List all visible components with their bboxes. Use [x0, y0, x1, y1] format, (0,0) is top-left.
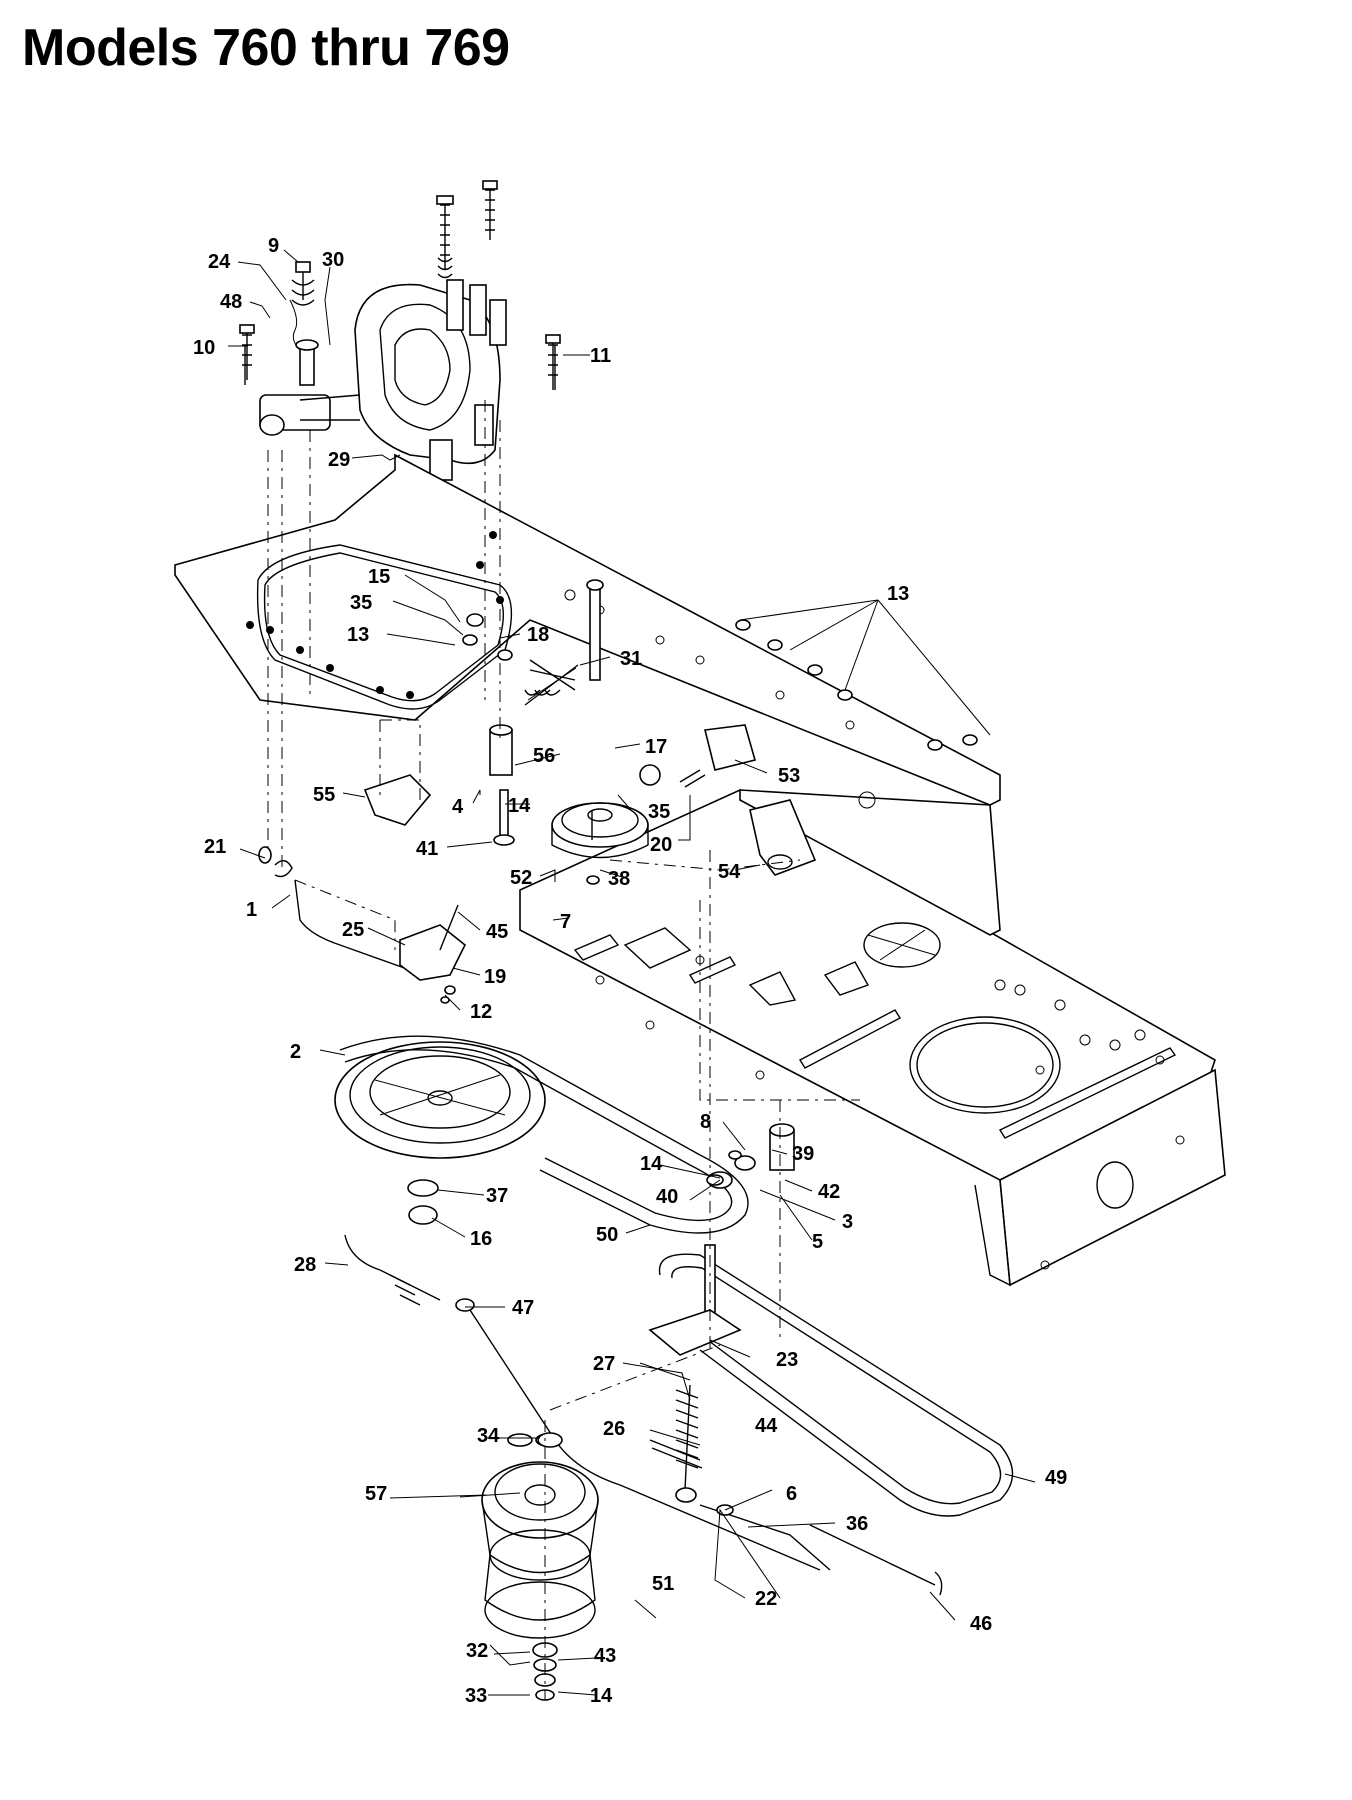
callout-35-upper: 35 — [350, 592, 372, 614]
callout-21: 21 — [204, 836, 226, 858]
callout-41: 41 — [416, 838, 438, 860]
callout-22: 22 — [755, 1588, 777, 1610]
callout-18: 18 — [527, 624, 549, 646]
callout-3: 3 — [842, 1211, 853, 1233]
callout-28: 28 — [294, 1254, 316, 1276]
callout-49: 49 — [1045, 1467, 1067, 1489]
callout-1: 1 — [246, 899, 257, 921]
callout-45: 45 — [486, 921, 508, 943]
callout-17: 17 — [645, 736, 667, 758]
callout-52: 52 — [510, 867, 532, 889]
callout-34: 34 — [477, 1425, 500, 1447]
callout-51: 51 — [652, 1573, 674, 1595]
callout-35-lower: 35 — [648, 801, 670, 823]
callout-27: 27 — [593, 1353, 615, 1375]
callout-14-lower: 14 — [640, 1153, 663, 1175]
callout-30: 30 — [322, 249, 344, 271]
callout-labels: 9 24 30 48 10 11 29 15 35 13 18 31 13 17… — [193, 235, 1067, 1707]
lower-linkage — [344, 1234, 943, 1596]
callout-14-idler: 14 — [508, 795, 531, 817]
callout-10: 10 — [193, 337, 215, 359]
drive-belt-pulley — [334, 1035, 749, 1234]
callout-2: 2 — [290, 1041, 301, 1063]
engine-pulley — [481, 1432, 599, 1701]
callout-24: 24 — [208, 251, 231, 273]
upper-plate — [174, 453, 1001, 806]
callout-15: 15 — [368, 566, 390, 588]
callout-31: 31 — [620, 648, 642, 670]
callout-14-bottom: 14 — [590, 1685, 613, 1707]
callout-16: 16 — [470, 1228, 492, 1250]
callout-9: 9 — [268, 235, 279, 257]
callout-20: 20 — [650, 834, 672, 856]
clutch-linkage — [274, 860, 467, 981]
callout-54: 54 — [718, 861, 741, 883]
callout-29: 29 — [328, 449, 350, 471]
callout-39: 39 — [792, 1143, 814, 1165]
callout-38: 38 — [608, 868, 630, 890]
callout-37: 37 — [486, 1185, 508, 1207]
callout-13-left: 13 — [347, 624, 369, 646]
callout-53: 53 — [778, 765, 800, 787]
callout-33: 33 — [465, 1685, 487, 1707]
callout-25: 25 — [342, 919, 364, 941]
callout-7: 7 — [560, 911, 571, 933]
brackets — [363, 724, 817, 876]
callout-42: 42 — [818, 1181, 840, 1203]
callout-40: 40 — [656, 1186, 678, 1208]
callout-5: 5 — [812, 1231, 823, 1253]
callout-8: 8 — [700, 1111, 711, 1133]
leader-lines — [228, 249, 1036, 1696]
transaxle-assembly — [239, 180, 561, 481]
hardware — [244, 345, 978, 1516]
chassis-frame — [519, 789, 1226, 1287]
callout-32: 32 — [466, 1640, 488, 1662]
page-title: Models 760 thru 769 — [22, 19, 510, 77]
callout-48: 48 — [220, 291, 242, 313]
callout-13-right: 13 — [887, 583, 909, 605]
callout-26: 26 — [603, 1418, 625, 1440]
callout-12: 12 — [470, 1001, 492, 1023]
callout-57: 57 — [365, 1483, 387, 1505]
callout-19: 19 — [484, 966, 506, 988]
callout-47: 47 — [512, 1297, 534, 1319]
callout-4: 4 — [452, 796, 464, 818]
callout-36: 36 — [846, 1513, 868, 1535]
callout-44: 44 — [755, 1415, 778, 1437]
callout-23: 23 — [776, 1349, 798, 1371]
callout-50: 50 — [596, 1224, 618, 1246]
callout-55: 55 — [313, 784, 335, 806]
callout-46: 46 — [970, 1613, 992, 1635]
callout-6: 6 — [786, 1483, 797, 1505]
callout-11: 11 — [590, 345, 611, 367]
idler-assembly — [489, 579, 649, 859]
callout-56: 56 — [533, 745, 555, 767]
callout-43: 43 — [594, 1645, 616, 1667]
